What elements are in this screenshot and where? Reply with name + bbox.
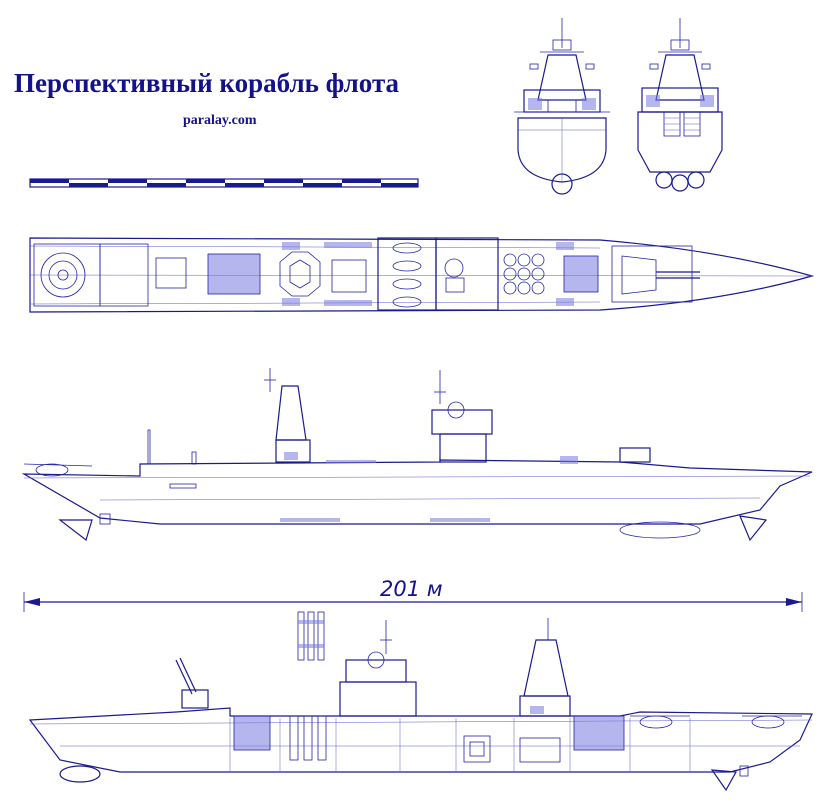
stern-helicopter (23, 463, 93, 477)
rear-view (637, 18, 723, 192)
drawing-title: Перспективный корабль флота (14, 68, 400, 98)
length-dimension: 201 м (23, 577, 803, 612)
website-label: paralay.com (183, 113, 257, 128)
plan-view (29, 237, 815, 313)
scale-bar (29, 178, 419, 188)
bow-helicopters (630, 715, 802, 729)
side-profile-view (21, 368, 813, 542)
round-launchers (503, 253, 545, 295)
length-label: 201 м (380, 577, 443, 601)
section-profile-view (28, 611, 813, 792)
front-view (514, 18, 610, 195)
missile-icons (297, 611, 325, 661)
